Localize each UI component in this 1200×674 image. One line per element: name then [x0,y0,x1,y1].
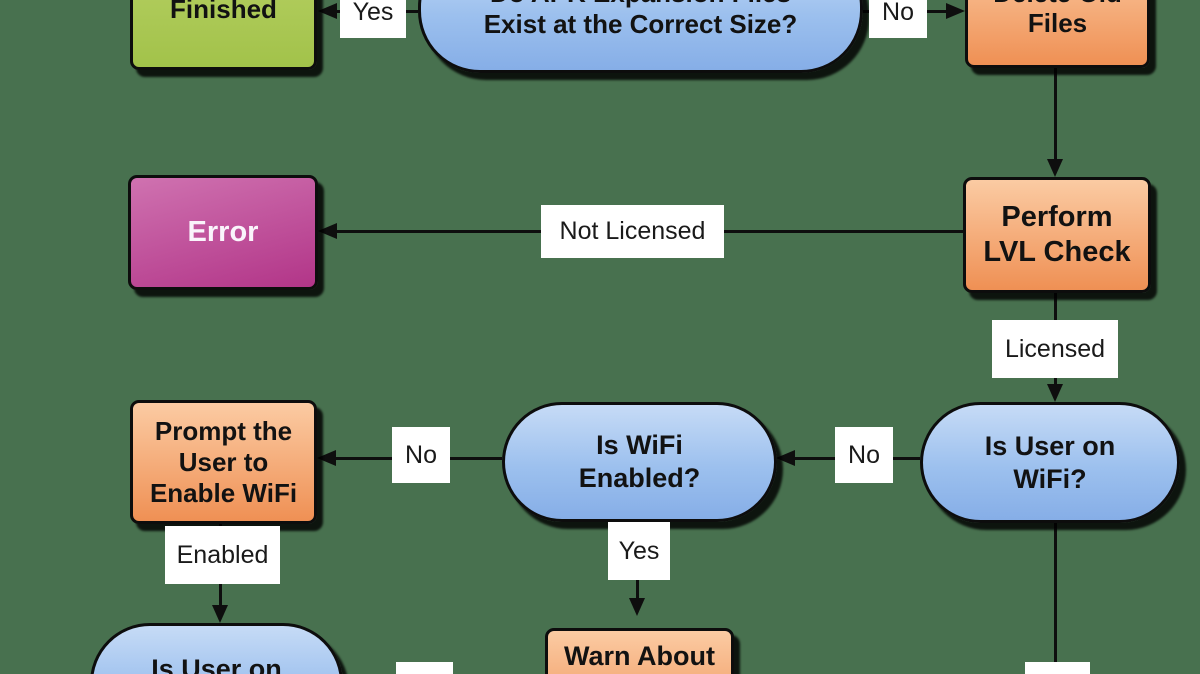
node-label: Finished [170,0,277,24]
node-label: Delete Old [993,0,1122,8]
edge-label-text: Yes [352,0,394,26]
arrowhead-right-icon [946,3,965,19]
edge-label-text: Enabled [176,540,269,569]
arrowhead-left-icon [317,450,336,466]
edge-useronwifi-down [1054,523,1057,664]
edge-label-not-licensed: Not Licensed [541,205,724,258]
node-label: User to [178,446,269,477]
edge-deleteold-lvlcheck [1054,68,1057,160]
edge-label-text: Licensed [1004,334,1106,363]
arrowhead-down-icon [1047,384,1063,402]
edge-label-text: Yes [618,536,660,565]
edge-label-yes: Yes [608,522,670,580]
node-check-expansion-files: Do APK Expansion Files Exist at the Corr… [418,0,863,73]
node-perform-lvl-check: Perform LVL Check [963,177,1151,293]
node-label: Prompt the [154,415,293,446]
node-label: Enable WiFi [149,477,298,508]
edge-label-cropped [1025,662,1090,674]
node-delete-old-files: Delete Old Files [965,0,1150,68]
arrowhead-left-icon [318,3,337,19]
edge-label-text: No [882,0,914,26]
node-label: Is User on [151,654,282,674]
edge-label-no: No [869,0,927,38]
arrowhead-down-icon [629,598,645,616]
node-label: WiFi? [1013,463,1087,494]
node-is-wifi-enabled: Is WiFi Enabled? [502,402,777,522]
edge-label-text: Not Licensed [559,217,706,245]
node-label: Do APK Expansion Files [490,0,791,9]
node-is-user-on: Is User on [90,623,343,674]
arrowhead-down-icon [212,605,228,623]
edge-label-enabled: Enabled [165,526,280,584]
node-warn-about: Warn About [545,628,734,674]
node-prompt-enable-wifi: Prompt the User to Enable WiFi [130,400,317,524]
node-label: Perform [1001,201,1113,233]
edge-label-licensed: Licensed [992,320,1118,378]
arrowhead-left-icon [776,450,795,466]
node-error: Error [128,175,318,290]
node-label: Enabled? [578,463,701,493]
node-label: Is WiFi [596,430,683,460]
arrowhead-down-icon [1047,159,1063,177]
node-label: Exist at the Correct Size? [483,9,798,39]
node-label: Is User on [984,430,1116,461]
edge-label-text: No [405,440,437,469]
node-label: Files [1027,8,1088,38]
node-label: Error [187,216,259,248]
edge-label-cropped [396,662,453,674]
edge-label-text: No [848,440,880,469]
edge-label-no: No [392,427,450,483]
node-is-user-on-wifi: Is User on WiFi? [920,402,1180,523]
arrowhead-left-icon [318,223,337,239]
edge-label-no: No [835,427,893,483]
node-label: Warn About [564,641,715,671]
node-label: LVL Check [983,236,1131,268]
node-finished: Finished [130,0,317,70]
edge-label-yes: Yes [340,0,406,38]
